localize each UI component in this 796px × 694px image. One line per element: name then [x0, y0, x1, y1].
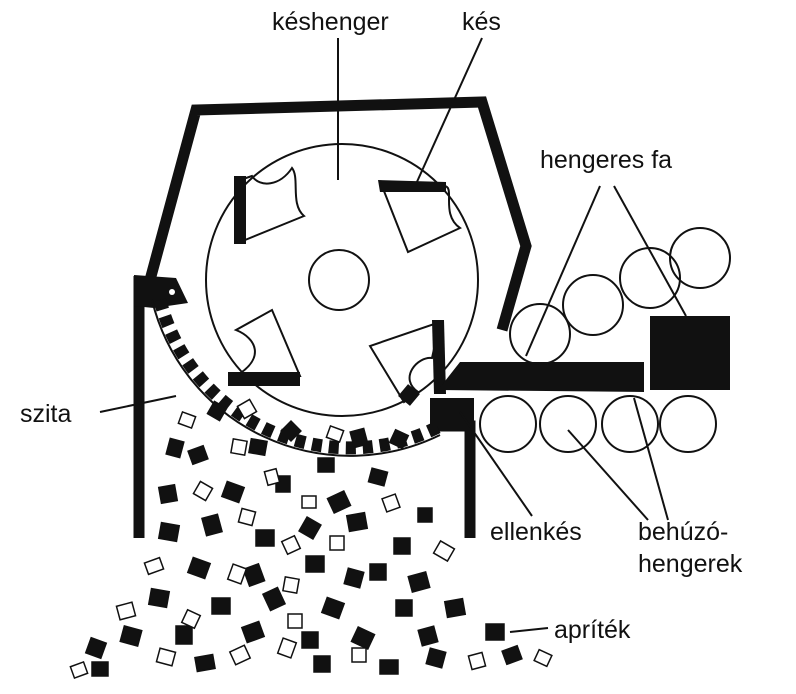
label-chips: apríték	[554, 616, 631, 644]
leader-feed-rollers-a	[567, 429, 649, 521]
leader-log-a	[525, 185, 601, 357]
label-screen: szita	[20, 400, 72, 428]
leader-screen	[99, 395, 177, 413]
leader-counter-knife	[459, 411, 533, 517]
knives	[228, 176, 446, 394]
leader-log-b	[613, 185, 687, 317]
feed-table	[438, 362, 644, 392]
housing-hood	[144, 96, 532, 332]
knife-lower-left	[228, 372, 300, 386]
label-cutter-drum: késhenger	[272, 8, 389, 36]
label-log: hengeres fa	[540, 146, 672, 174]
knife-upper-right	[378, 180, 446, 192]
leader-lines	[99, 37, 687, 633]
label-knife: kés	[462, 8, 501, 36]
pressure-block	[650, 316, 730, 390]
leader-feed-rollers-b	[633, 397, 669, 521]
housing-right-wall	[432, 420, 476, 538]
label-feed-rollers-line2: hengerek	[638, 550, 743, 578]
screen-hinge	[134, 275, 188, 308]
knife-upper-left	[234, 176, 246, 244]
screen-arc	[153, 298, 443, 455]
leader-knife	[415, 37, 483, 185]
knife-lower-right	[432, 320, 446, 394]
lower-feed-rollers	[479, 395, 717, 453]
drum-hub	[308, 249, 370, 311]
label-counter-knife: ellenkés	[490, 518, 582, 546]
wood-chips	[69, 384, 553, 679]
upper-logs	[509, 227, 731, 365]
leader-chips	[509, 627, 549, 633]
label-feed-rollers-line1: behúzó-	[638, 518, 728, 546]
